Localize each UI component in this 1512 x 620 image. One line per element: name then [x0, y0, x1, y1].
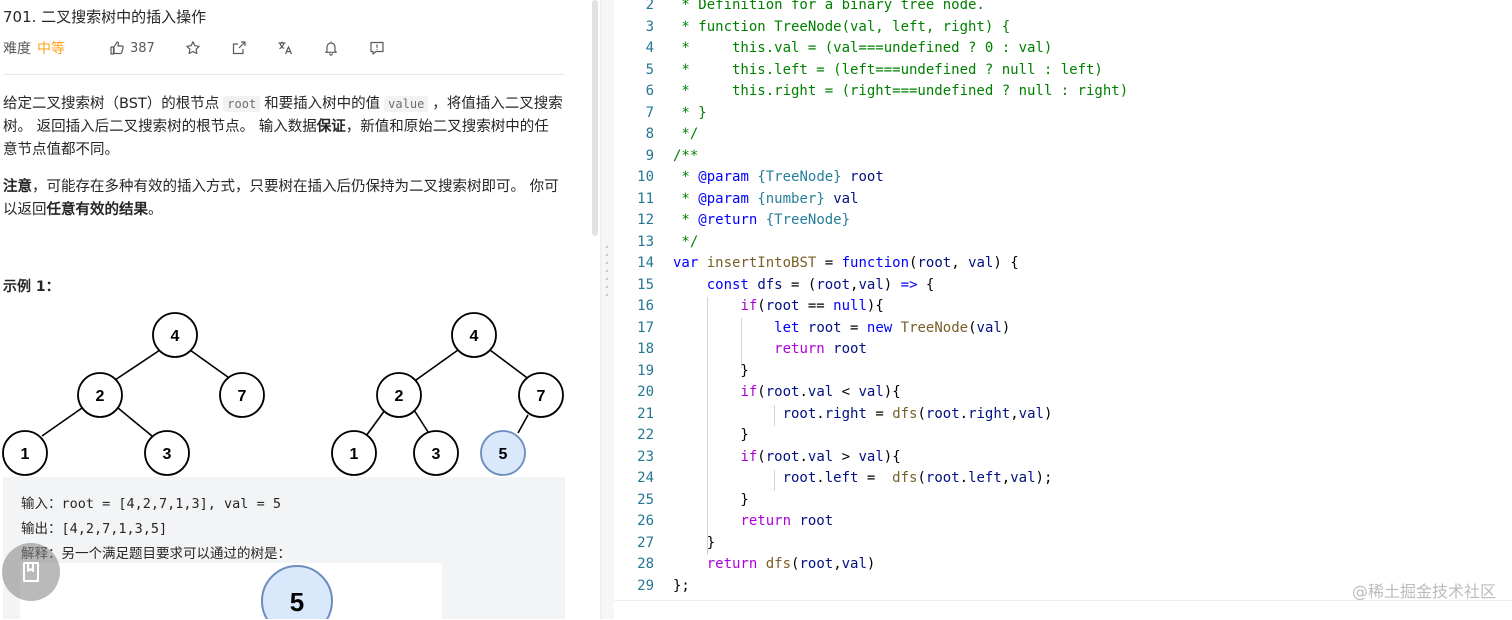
alt-tree-image: 5: [20, 563, 442, 619]
example-io-block: 输入：root = [4,2,7,1,3], val = 5 输出：[4,2,7…: [3, 477, 565, 619]
tree1-node-label: 7: [238, 388, 247, 405]
pane-splitter[interactable]: [600, 0, 614, 619]
code-line: 9/**: [645, 147, 699, 164]
tree2-node-1: 1: [331, 430, 377, 476]
notes-float-button[interactable]: [2, 543, 60, 601]
code-line: 22 }: [637, 427, 749, 443]
code-line: 5 * this.left = (left===undefined ? null…: [645, 61, 1103, 78]
code-line: 13 */: [637, 233, 699, 250]
tree2-node-label: 5: [499, 446, 508, 463]
problem-meta-row: 难度 中等 387: [3, 38, 385, 58]
difficulty-badge: 中等: [37, 41, 65, 57]
editor-bottom-strip: [614, 600, 1512, 620]
translate-button[interactable]: [277, 40, 293, 56]
inline-code-root: root: [223, 96, 261, 112]
comment-alert-icon: [370, 41, 384, 55]
code-line: 24 root.left = dfs(root.left,val);: [637, 470, 1053, 486]
example-explanation: 解释：另一个满足题目要求可以通过的树是：: [21, 546, 291, 562]
example-tree-image: 4 2 7 1 3 4 2 7 1 3 5: [2, 312, 564, 476]
tree2-node-7: 7: [518, 372, 564, 418]
watermark-text: @稀土掘金技术社区: [1351, 582, 1496, 601]
problem-description-pane: 701. 二叉搜索树中的插入操作 难度 中等 387 给定二叉搜索树（BST）的…: [0, 0, 590, 619]
code-line: 2 * Definition for a binary tree node.: [645, 0, 985, 13]
indent-guide: [774, 405, 775, 426]
indent-guide: [774, 470, 775, 491]
tree2-node-label: 2: [395, 388, 404, 405]
tree2-node-label: 4: [470, 328, 479, 345]
share-icon: [232, 41, 246, 55]
tree-before-insert: 4 2 7 1 3: [2, 312, 265, 476]
tree2-node-label: 7: [537, 388, 546, 405]
code-line: 19 }: [637, 362, 749, 379]
description-paragraph-2: 注意，可能存在多种有效的插入方式，只要树在插入后仍保持为二叉搜索树即可。 你可以…: [3, 179, 559, 218]
indent-guide: [707, 297, 708, 555]
code-line: 27 }: [637, 534, 716, 551]
tree1-node-label: 3: [163, 446, 172, 463]
tree1-node-label: 1: [21, 446, 30, 463]
code-line: 18 return root: [637, 341, 867, 357]
problem-title: 701. 二叉搜索树中的插入操作: [3, 8, 207, 26]
tree1-node-1: 1: [2, 430, 48, 476]
difficulty-label: 难度: [3, 41, 31, 57]
tree2-node-label: 1: [350, 446, 359, 463]
tree2-node-label: 3: [432, 446, 441, 463]
code-line: 15 const dfs = (root,val) => {: [637, 276, 935, 293]
alt-tree-root-label: 5: [290, 587, 304, 617]
code-line: 26 return root: [637, 513, 834, 529]
code-line: 4 * this.val = (val===undefined ? 0 : va…: [645, 40, 1053, 56]
code-line: 29};: [637, 577, 690, 594]
tree1-node-4: 4: [152, 312, 198, 358]
tree1-node-3: 3: [144, 430, 190, 476]
code-line: 7 * }: [645, 104, 707, 121]
bell-icon: [324, 41, 337, 56]
tree1-node-label: 4: [171, 328, 180, 345]
code-line: 23 if(root.val > val){: [637, 448, 901, 465]
tree2-node-5: 5: [480, 430, 526, 476]
tree-edges: [41, 349, 531, 437]
code-line: 17 let root = new TreeNode(val): [637, 319, 1011, 336]
example-input: 输入：root = [4,2,7,1,3], val = 5: [21, 496, 281, 512]
header-divider: [3, 74, 565, 75]
code-line: 8 */: [645, 126, 699, 142]
code-line: 11 * @param {number} val: [637, 190, 859, 207]
tree1-node-label: 2: [96, 388, 105, 405]
favorite-button[interactable]: [185, 40, 201, 56]
code-editor[interactable]: 2 * Definition for a binary tree node. 3…: [614, 0, 1512, 600]
share-button[interactable]: [231, 40, 247, 56]
star-icon: [186, 41, 200, 55]
drag-handle-icon: [606, 246, 608, 296]
notification-button[interactable]: [323, 40, 339, 56]
tree2-node-3: 3: [413, 430, 459, 476]
tree2-node-2: 2: [376, 372, 422, 418]
code-line: 12 * @return {TreeNode}: [637, 212, 851, 228]
indent-guide: [741, 318, 742, 368]
code-line: 28 return dfs(root,val): [637, 556, 876, 572]
example-title: 示例 1：: [3, 279, 60, 295]
feedback-button[interactable]: [369, 40, 385, 56]
like-count: 387: [130, 40, 155, 56]
code-line: 16 if(root == null){: [637, 298, 884, 314]
notebook-icon: [23, 562, 39, 582]
thumbs-up-icon: [110, 41, 124, 55]
tree2-node-4: 4: [451, 312, 497, 358]
code-line: 6 * this.right = (right===undefined ? nu…: [645, 83, 1129, 99]
tree-after-insert: 4 2 7 1 3 5: [331, 312, 564, 476]
tree1-node-7: 7: [219, 372, 265, 418]
code-line: 20 if(root.val < val){: [637, 384, 901, 400]
like-button[interactable]: 387: [109, 40, 155, 56]
code-line: 3 * function TreeNode(val, left, right) …: [645, 18, 1011, 35]
description-scrollbar[interactable]: [592, 0, 598, 236]
example-output: 输出：[4,2,7,1,3,5]: [21, 521, 168, 537]
tree1-node-2: 2: [77, 372, 123, 418]
code-line: 25 }: [637, 491, 749, 508]
code-line: 21 root.right = dfs(root.right,val): [637, 405, 1053, 422]
inline-code-value: value: [384, 96, 429, 112]
translate-icon: [278, 41, 292, 55]
code-line: 10 * @param {TreeNode} root: [637, 169, 884, 185]
